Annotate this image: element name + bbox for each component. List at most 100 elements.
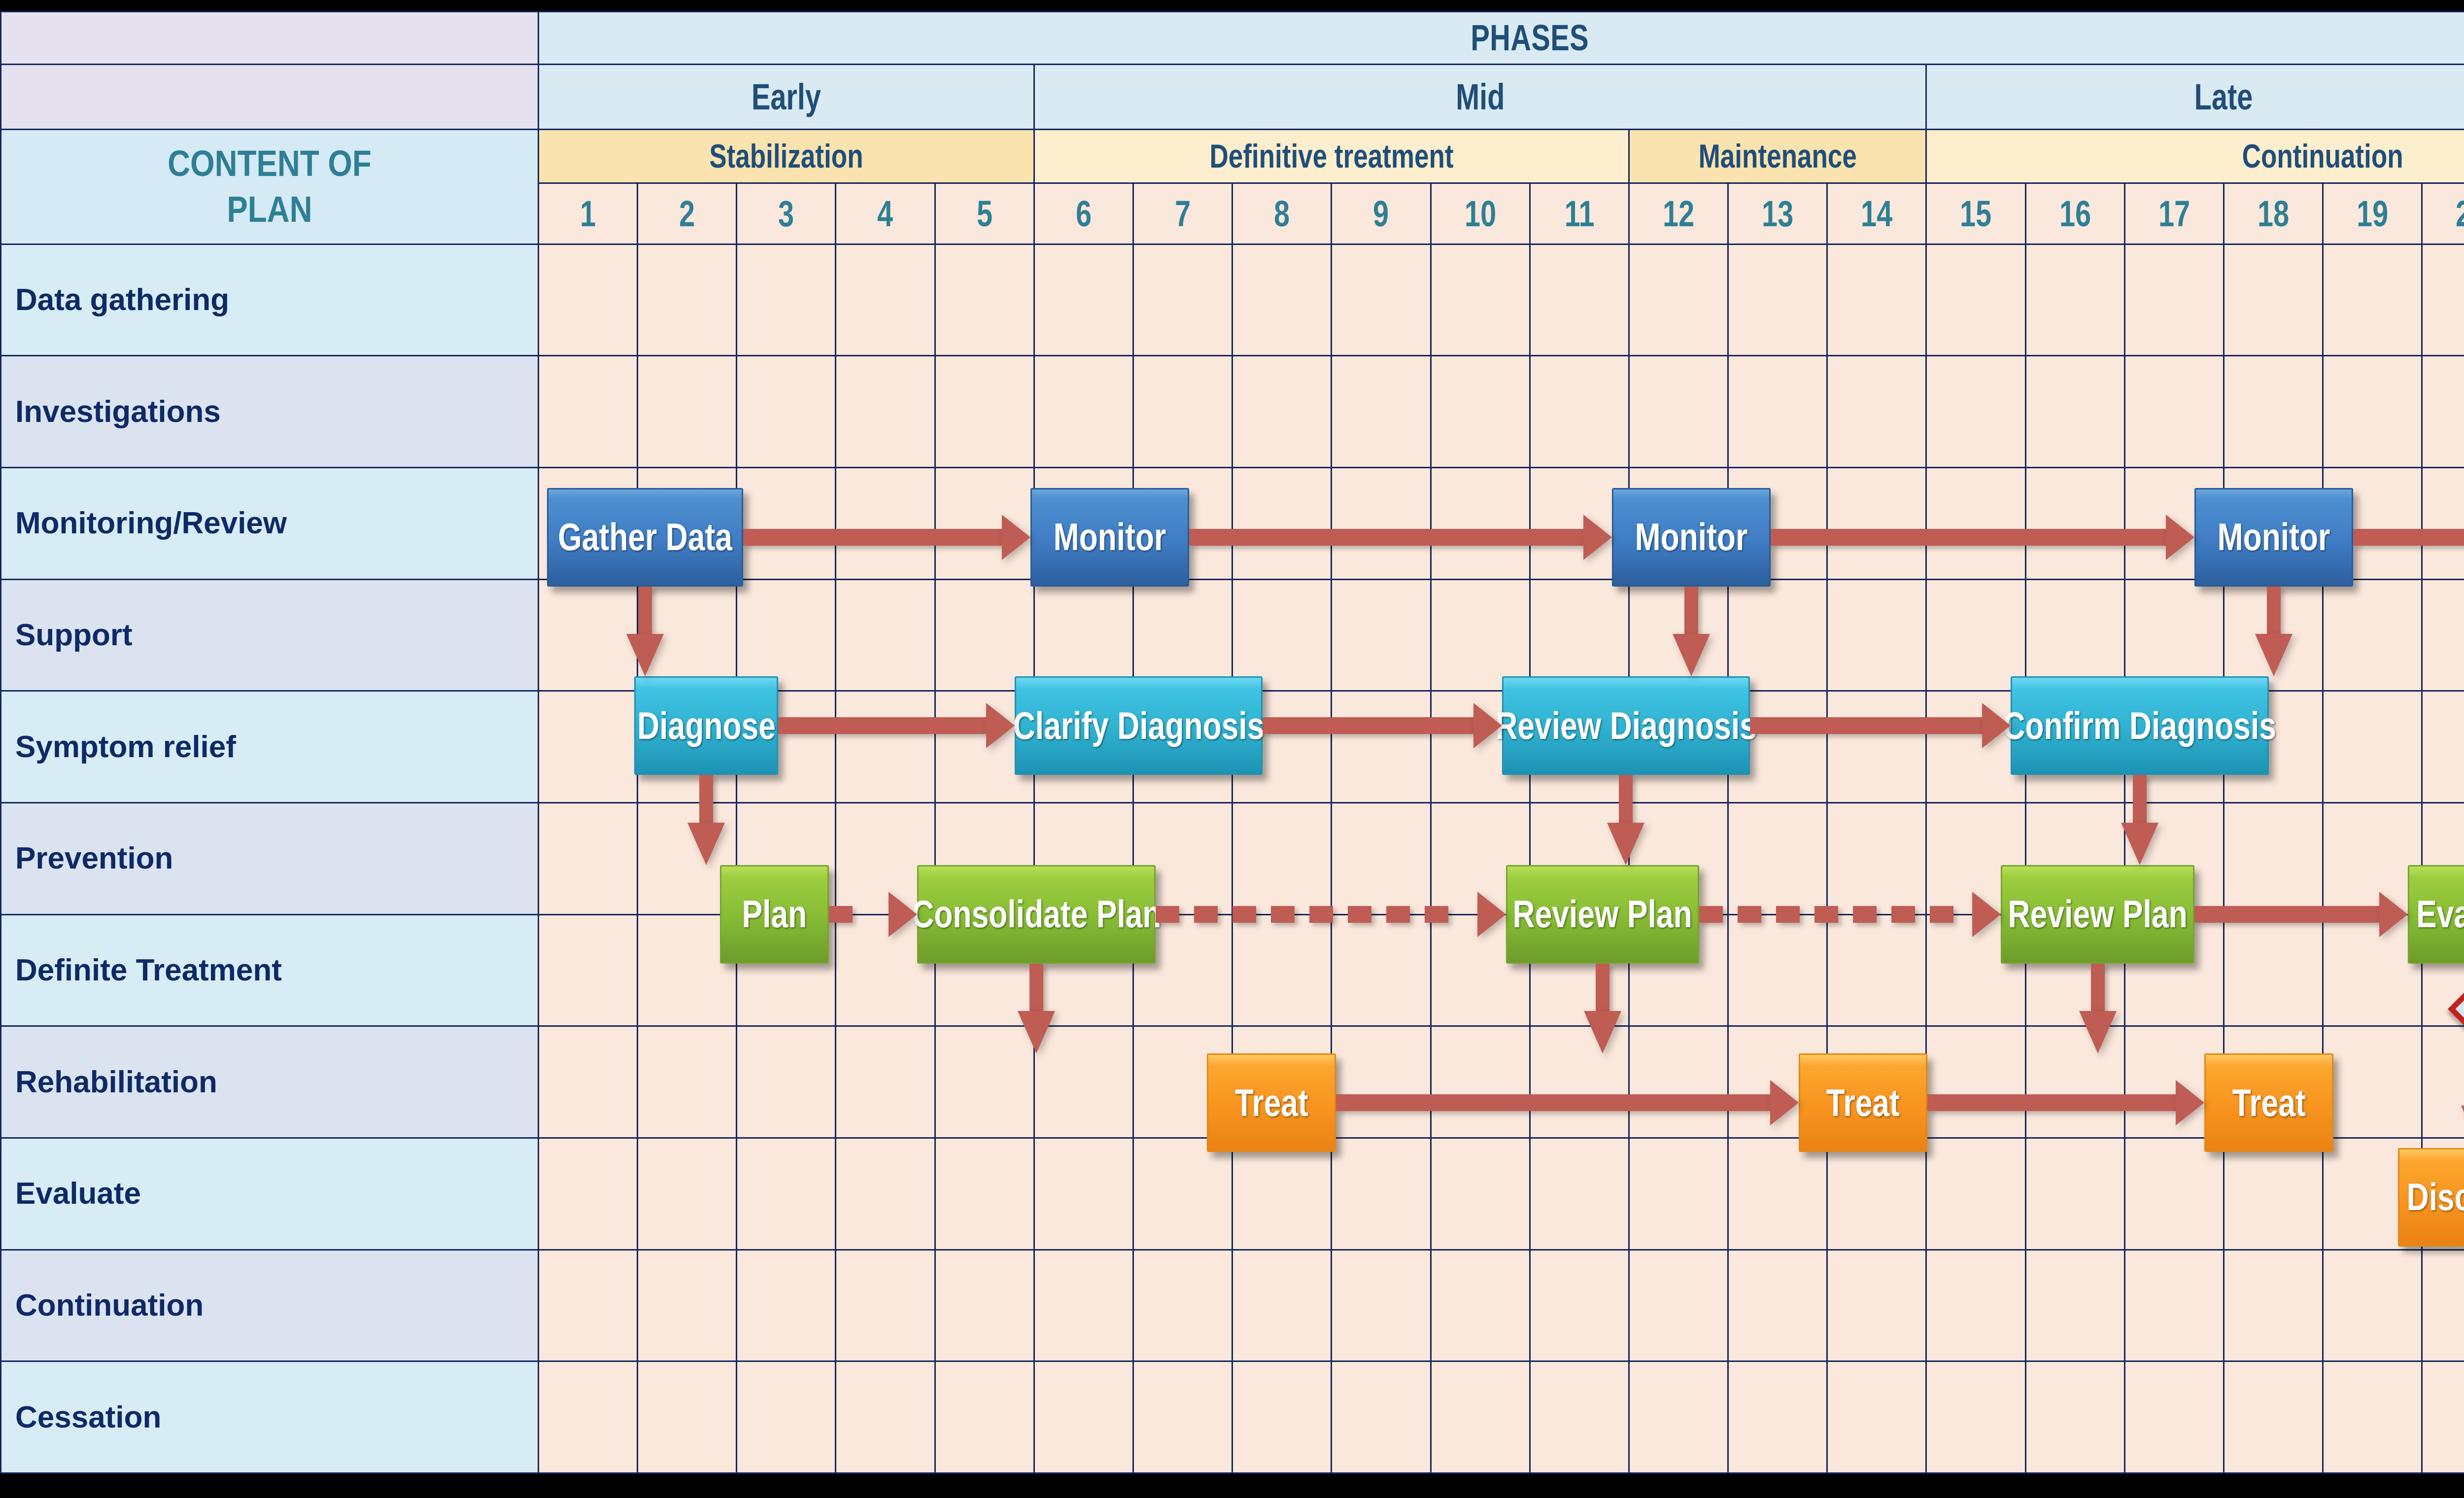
timeline-cell[interactable] <box>2421 1360 2464 1474</box>
timeline-cell[interactable] <box>1628 1025 1729 1139</box>
timeline-cell[interactable] <box>1529 355 1630 468</box>
timeline-cell[interactable] <box>2223 1249 2324 1362</box>
row-label-cell[interactable]: Investigations <box>0 355 539 468</box>
timeline-cell[interactable] <box>2123 355 2224 468</box>
timeline-cell[interactable] <box>2123 243 2224 357</box>
week-number-cell[interactable]: 11 <box>1529 182 1630 245</box>
timeline-cell[interactable] <box>537 355 639 468</box>
flow-node-consolidate-plan[interactable]: Consolidate Plan <box>912 865 1161 964</box>
timeline-cell[interactable] <box>2123 578 2224 692</box>
timeline-cell[interactable] <box>934 1249 1035 1362</box>
timeline-cell[interactable] <box>1331 1137 1432 1251</box>
timeline-cell[interactable] <box>2223 243 2324 357</box>
timeline-cell[interactable] <box>1132 1249 1233 1362</box>
timeline-cell[interactable] <box>537 690 639 803</box>
flow-node-monitor-2[interactable]: Monitor <box>1611 488 1771 587</box>
timeline-cell[interactable] <box>1925 355 2026 468</box>
week-number-cell[interactable]: 15 <box>1925 182 2026 245</box>
timeline-cell[interactable] <box>2223 1360 2324 1474</box>
timeline-cell[interactable] <box>2421 1249 2464 1362</box>
timeline-cell[interactable] <box>1430 578 1531 692</box>
timeline-cell[interactable] <box>1430 355 1531 468</box>
timeline-cell[interactable] <box>537 1249 639 1362</box>
timeline-cell[interactable] <box>2421 466 2464 580</box>
timeline-cell[interactable] <box>1132 1137 1233 1251</box>
timeline-cell[interactable] <box>934 355 1035 468</box>
timeline-cell[interactable] <box>1232 466 1333 580</box>
timeline-cell[interactable] <box>736 1137 837 1251</box>
timeline-cell[interactable] <box>1232 1249 1333 1362</box>
timeline-cell[interactable] <box>637 1360 738 1474</box>
timeline-cell[interactable] <box>1132 578 1233 692</box>
row-label-cell[interactable]: Data gathering <box>0 243 539 357</box>
flow-node-review-plan-1[interactable]: Review Plan <box>1506 865 1700 964</box>
week-number-cell[interactable]: 18 <box>2223 182 2324 245</box>
week-number-cell[interactable]: 5 <box>934 182 1035 245</box>
flow-node-confirm-diagnosis[interactable]: Confirm Diagnosis <box>2003 676 2276 775</box>
timeline-cell[interactable] <box>835 466 936 580</box>
timeline-cell[interactable] <box>1628 243 1729 357</box>
row-label-cell[interactable]: Symptom relief <box>0 690 539 803</box>
timeline-cell[interactable] <box>1826 1249 1927 1362</box>
timeline-cell[interactable] <box>835 1137 936 1251</box>
timeline-cell[interactable] <box>1232 578 1333 692</box>
flow-node-treat-2[interactable]: Treat <box>1798 1053 1928 1152</box>
timeline-cell[interactable] <box>2024 355 2125 468</box>
timeline-cell[interactable] <box>835 243 936 357</box>
timeline-cell[interactable] <box>1331 1025 1432 1139</box>
timeline-cell[interactable] <box>1529 1137 1630 1251</box>
timeline-cell[interactable] <box>1331 1249 1432 1362</box>
timeline-cell[interactable] <box>537 243 639 357</box>
timeline-cell[interactable] <box>1529 1025 1630 1139</box>
timeline-cell[interactable] <box>637 913 738 1027</box>
timeline-cell[interactable] <box>1628 1137 1729 1251</box>
timeline-cell[interactable] <box>1331 801 1432 915</box>
week-number-cell[interactable]: 6 <box>1033 182 1134 245</box>
timeline-cell[interactable] <box>1430 1025 1531 1139</box>
timeline-cell[interactable] <box>1430 1360 1531 1474</box>
timeline-cell[interactable] <box>2322 801 2423 915</box>
week-number-cell[interactable]: 16 <box>2024 182 2125 245</box>
timeline-cell[interactable] <box>2322 243 2423 357</box>
timeline-cell[interactable] <box>1727 1137 1828 1251</box>
flow-node-treat-1[interactable]: Treat <box>1207 1053 1336 1152</box>
timeline-cell[interactable] <box>2421 690 2464 803</box>
timeline-cell[interactable] <box>1727 801 1828 915</box>
week-number-cell[interactable]: 4 <box>835 182 936 245</box>
timeline-cell[interactable] <box>1033 578 1134 692</box>
row-label-cell[interactable]: Prevention <box>0 801 539 915</box>
timeline-cell[interactable] <box>934 466 1035 580</box>
timeline-cell[interactable] <box>1232 1360 1333 1474</box>
week-number-cell[interactable]: 8 <box>1232 182 1333 245</box>
timeline-cell[interactable] <box>537 801 639 915</box>
timeline-cell[interactable] <box>736 578 837 692</box>
timeline-cell[interactable] <box>1727 578 1828 692</box>
timeline-cell[interactable] <box>1033 355 1134 468</box>
week-number-cell[interactable]: 2 <box>637 182 738 245</box>
timeline-cell[interactable] <box>537 1360 639 1474</box>
timeline-cell[interactable] <box>2024 1137 2125 1251</box>
timeline-cell[interactable] <box>1331 578 1432 692</box>
timeline-cell[interactable] <box>736 355 837 468</box>
week-number-cell[interactable]: 12 <box>1628 182 1729 245</box>
week-number-cell[interactable]: 10 <box>1430 182 1531 245</box>
flow-node-plan[interactable]: Plan <box>719 865 829 964</box>
timeline-cell[interactable] <box>2024 578 2125 692</box>
week-number-cell[interactable]: 14 <box>1826 182 1927 245</box>
timeline-cell[interactable] <box>637 1025 738 1139</box>
timeline-cell[interactable] <box>2223 1137 2324 1251</box>
timeline-cell[interactable] <box>2123 1360 2224 1474</box>
timeline-cell[interactable] <box>736 1025 837 1139</box>
timeline-cell[interactable] <box>1727 355 1828 468</box>
row-label-cell[interactable]: Support <box>0 578 539 692</box>
timeline-cell[interactable] <box>1727 1360 1828 1474</box>
timeline-cell[interactable] <box>736 466 837 580</box>
timeline-cell[interactable] <box>2223 578 2324 692</box>
timeline-cell[interactable] <box>2024 1360 2125 1474</box>
timeline-cell[interactable] <box>1826 1360 1927 1474</box>
timeline-cell[interactable] <box>2322 355 2423 468</box>
timeline-cell[interactable] <box>1132 1360 1233 1474</box>
flow-node-diagnose[interactable]: Diagnose <box>634 676 779 775</box>
timeline-cell[interactable] <box>1232 913 1333 1027</box>
flow-node-discontinue[interactable]: Discontinue <box>2397 1148 2464 1247</box>
